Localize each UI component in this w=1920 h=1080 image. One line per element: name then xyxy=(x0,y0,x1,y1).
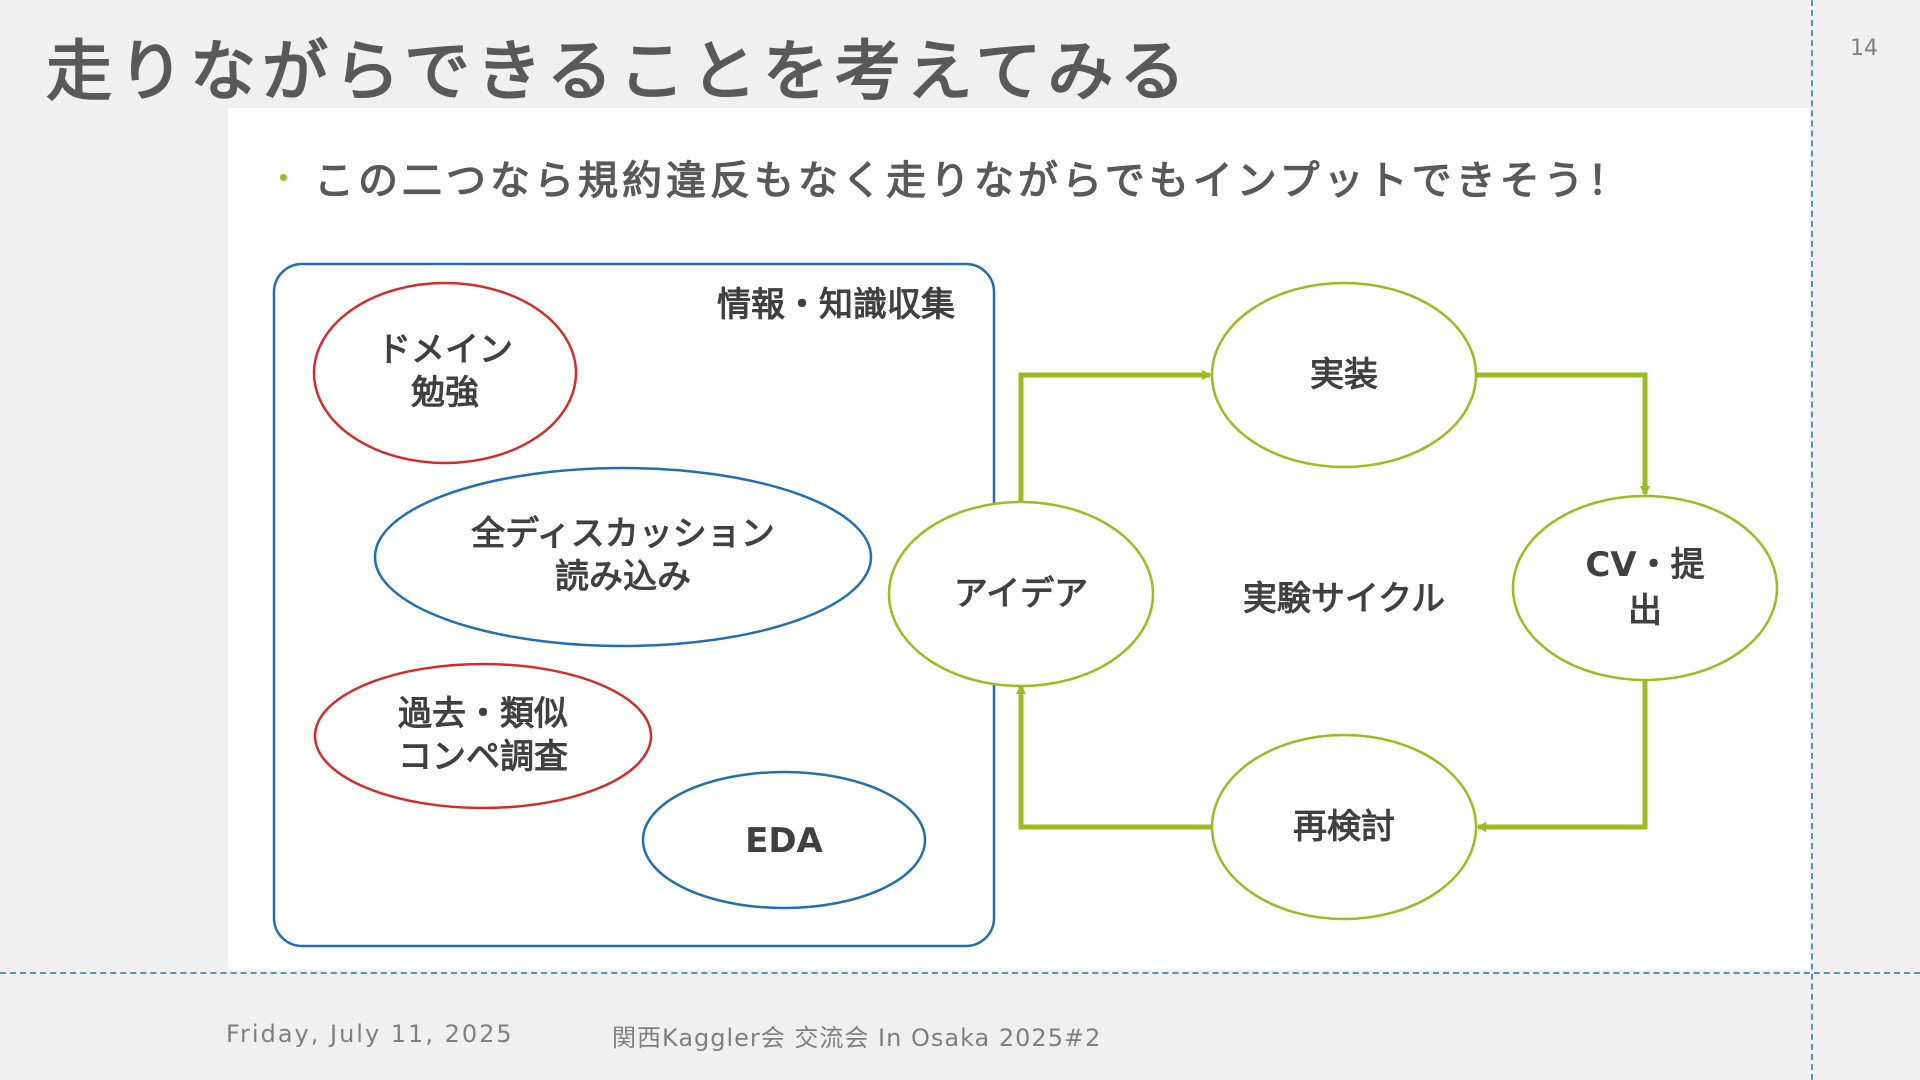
info-collection-label: 情報・知識収集 xyxy=(717,285,955,325)
cv-submit-line2: 出 xyxy=(1628,591,1662,631)
arrow-cv-to-review xyxy=(1476,680,1648,832)
implementation-label: 実装 xyxy=(1310,355,1378,395)
bullet-text: この二つなら規約違反もなく走りながらでもインプットできそう！ xyxy=(314,158,1632,204)
review-ellipse xyxy=(1210,733,1478,921)
past-competition-ellipse xyxy=(313,662,653,810)
discussion-reading-line1: 全ディスカッション xyxy=(470,514,775,554)
arrow-impl-to-cv xyxy=(1476,372,1650,496)
domain-study-line1: ドメイン xyxy=(377,330,513,370)
page-number: 14 xyxy=(1850,36,1878,61)
slide-title: 走りながらできることを考えてみる xyxy=(46,33,1192,110)
bullet-marker xyxy=(280,174,287,181)
footer-event: 関西Kaggler会 交流会 In Osaka 2025#2 xyxy=(612,1024,1102,1052)
arrow-idea-to-impl xyxy=(1018,370,1212,502)
experiment-cycle-label: 実験サイクル xyxy=(1243,579,1445,619)
eda-label: EDA xyxy=(745,821,823,861)
domain-study-line2: 勉強 xyxy=(411,373,479,413)
discussion-reading-line2: 読み込み xyxy=(555,557,691,597)
past-competition-line2: コンペ調査 xyxy=(398,737,568,777)
past-competition-line1: 過去・類似 xyxy=(398,694,568,734)
guide-line-horizontal xyxy=(0,972,1920,974)
cv-submit-line1: CV・提 xyxy=(1585,545,1704,585)
discussion-reading-ellipse xyxy=(373,466,873,648)
footer-date: Friday, July 11, 2025 xyxy=(226,1020,514,1048)
idea-ellipse xyxy=(887,500,1155,688)
arrow-review-to-idea xyxy=(1016,684,1212,830)
domain-study-ellipse xyxy=(312,281,578,465)
review-label: 再検討 xyxy=(1293,807,1395,847)
cv-submit-ellipse xyxy=(1511,494,1779,682)
idea-label: アイデア xyxy=(954,574,1088,614)
implementation-ellipse xyxy=(1210,281,1478,469)
eda-ellipse xyxy=(641,770,927,910)
guide-line-vertical xyxy=(1811,0,1813,1080)
